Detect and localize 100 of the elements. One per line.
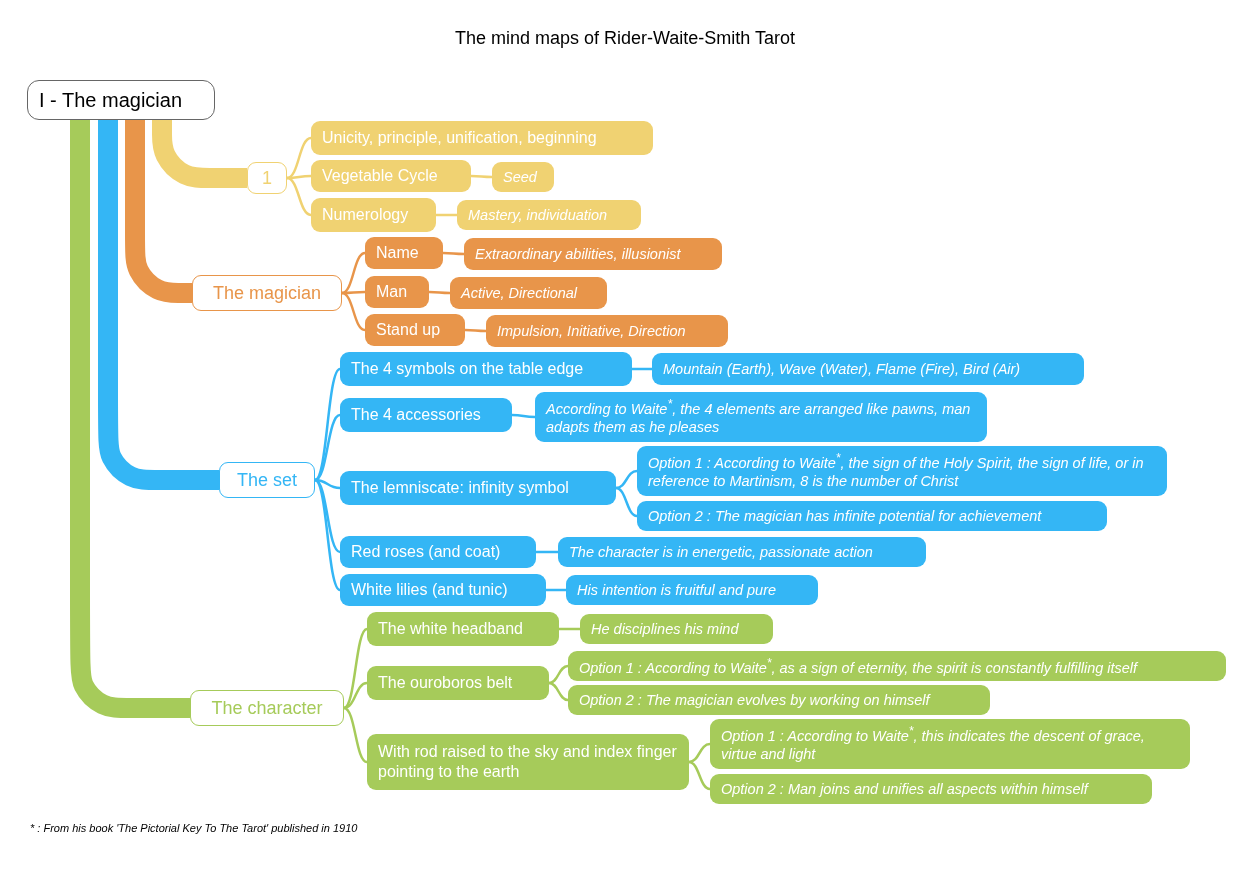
diagram-title: The mind maps of Rider-Waite-Smith Tarot xyxy=(453,28,797,49)
connector xyxy=(436,213,457,217)
detail-box xyxy=(652,353,1084,385)
connector xyxy=(536,550,558,554)
connector xyxy=(443,251,464,256)
detail-box xyxy=(486,315,728,347)
topic-text: With rod raised to the sky and index finger pointing to the earth xyxy=(378,742,678,782)
topic-text: Option 2 : The magician has infinite potential for achievement xyxy=(648,506,1043,526)
topic-text: Vegetable Cycle xyxy=(322,166,439,186)
connector xyxy=(688,742,711,764)
topic-text: The 4 accessories xyxy=(351,405,482,425)
connector xyxy=(314,413,341,482)
topic-text: Impulsion, Initiative, Direction xyxy=(497,321,687,341)
connector xyxy=(615,486,638,518)
connector xyxy=(546,588,566,592)
topic-text: Red roses (and coat) xyxy=(351,542,502,562)
topic-text: The set xyxy=(237,468,297,492)
topic-text: The white headband xyxy=(378,619,524,639)
topic-text: Man xyxy=(376,282,409,302)
subtopic-box xyxy=(365,314,465,346)
connector xyxy=(615,469,638,490)
root-topic-box xyxy=(27,80,215,120)
footnote: * : From his book 'The Pictorial Key To The Tarot' published in 1910 xyxy=(30,822,358,834)
detail-box xyxy=(558,537,926,567)
topic-text: The character xyxy=(211,696,323,720)
detail-box xyxy=(637,501,1107,531)
detail-box xyxy=(580,614,773,644)
topic-text: According to Waite$^{*}$, the 4 elements are arranged like pawns, man adapts them as he pleases xyxy=(546,397,972,437)
connector xyxy=(511,413,536,419)
connector xyxy=(314,479,341,591)
branch-connector xyxy=(70,120,190,718)
connector xyxy=(559,627,580,631)
topic-text: Name xyxy=(376,243,420,263)
connector xyxy=(286,176,312,217)
detail-box xyxy=(457,200,641,230)
topic-text: Numerology xyxy=(322,205,410,225)
topic-text: He disciplines his mind xyxy=(591,619,740,639)
topic-text: Option 2 : The magician evolves by working on himself xyxy=(579,690,932,710)
connector xyxy=(341,251,366,295)
subtopic-box xyxy=(340,471,616,505)
topic-text: His intention is fruitful and pure xyxy=(577,580,778,600)
detail-box xyxy=(535,392,987,442)
subtopic-box xyxy=(367,734,689,790)
topic-text: Active, Directional xyxy=(461,283,579,303)
subtopic-box xyxy=(311,160,471,192)
branch-connector xyxy=(98,120,219,490)
subtopic-box xyxy=(367,612,559,646)
branch-topic-box xyxy=(192,275,342,311)
topic-text: The magician xyxy=(212,281,322,305)
topic-text: Option 1 : According to Waite$^{*}$, as a sign of eternity, the spirit is constantly fulfilling itself xyxy=(579,655,1140,677)
topic-text: The character is in energetic, passionate action xyxy=(569,542,874,562)
subtopic-box xyxy=(340,574,546,606)
connector xyxy=(548,681,569,702)
topic-text: I - The magician xyxy=(39,87,184,113)
detail-box xyxy=(450,277,607,309)
connector xyxy=(343,627,368,710)
detail-box xyxy=(492,162,554,192)
subtopic-box xyxy=(340,398,512,432)
topic-text: Mastery, individuation xyxy=(468,205,609,225)
subtopic-box xyxy=(311,198,436,232)
topic-text: Stand up xyxy=(376,320,442,340)
connector xyxy=(341,291,366,332)
connector xyxy=(465,328,486,333)
topic-text: The 4 symbols on the table edge xyxy=(351,359,585,379)
topic-text: The lemniscate: infinity symbol xyxy=(351,478,570,498)
branch-topic-box xyxy=(247,162,287,194)
detail-box xyxy=(566,575,818,605)
connector xyxy=(343,706,368,764)
topic-text: The ouroboros belt xyxy=(378,673,514,693)
connector xyxy=(471,174,492,179)
connector xyxy=(286,136,312,180)
detail-box xyxy=(710,719,1190,769)
connector xyxy=(548,664,569,685)
topic-text: Extraordinary abilities, illusionist xyxy=(475,244,682,264)
topic-text: White lilies (and tunic) xyxy=(351,580,509,600)
topic-text: 1 xyxy=(262,166,272,190)
subtopic-box xyxy=(340,536,536,568)
connector xyxy=(342,290,365,295)
topic-text: Option 1 : According to Waite$^{*}$, this indicates the descent of grace, virtue and light xyxy=(721,724,1146,764)
subtopic-box xyxy=(311,121,653,155)
detail-box xyxy=(568,685,990,715)
topic-text: Unicity, principle, unification, beginning xyxy=(322,128,598,148)
detail-box xyxy=(637,446,1167,496)
connector xyxy=(429,290,450,295)
subtopic-box xyxy=(340,352,632,386)
subtopic-box xyxy=(365,237,443,269)
detail-box xyxy=(464,238,722,270)
branch-topic-box xyxy=(219,462,315,498)
subtopic-box xyxy=(365,276,429,308)
connector xyxy=(632,367,652,371)
subtopic-box xyxy=(367,666,549,700)
detail-box xyxy=(710,774,1152,804)
topic-text: Seed xyxy=(503,167,538,187)
connector xyxy=(287,174,311,180)
branch-topic-box xyxy=(190,690,344,726)
topic-text: Mountain (Earth), Wave (Water), Flame (Fire), Bird (Air) xyxy=(663,359,1022,379)
topic-text: Option 1 : According to Waite$^{*}$, the sign of the Holy Spirit, the sign of life, or in reference to Martinism, 8 is the number of Christ xyxy=(648,451,1145,491)
connector xyxy=(688,760,711,791)
detail-box xyxy=(568,651,1226,681)
topic-text: Option 2 : Man joins and unifies all aspects within himself xyxy=(721,779,1090,799)
